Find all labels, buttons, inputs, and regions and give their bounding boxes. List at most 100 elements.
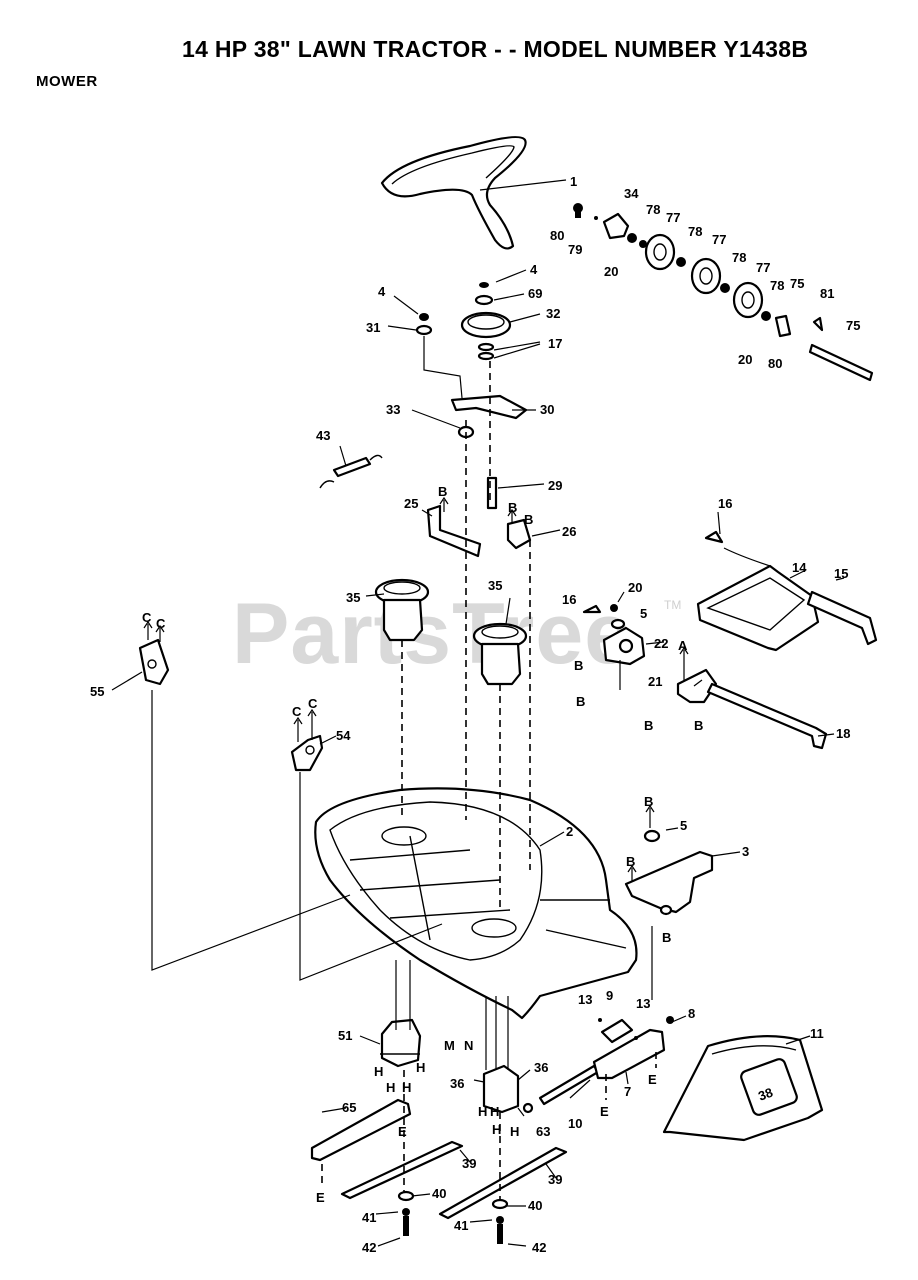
part-35-spindle-pulley-left[interactable]	[374, 578, 430, 642]
callout-40: 40	[528, 1198, 542, 1213]
callout-leaders	[111, 179, 845, 1247]
diagram-title: 14 HP 38" LAWN TRACTOR - - MODEL NUMBER …	[182, 36, 809, 62]
ref-letter-e: E	[316, 1190, 325, 1205]
ref-letter-c: C	[292, 704, 302, 719]
callout-40: 40	[432, 1186, 446, 1201]
part-35-spindle-pulley-right[interactable]	[472, 622, 528, 686]
ref-letter-b: B	[576, 694, 585, 709]
callout-33: 33	[386, 402, 400, 417]
callout-25: 25	[404, 496, 418, 511]
ref-letter-h: H	[402, 1080, 411, 1095]
part-11-discharge-chute[interactable]: 38	[662, 1035, 824, 1142]
ref-letter-b: B	[694, 718, 703, 733]
part-7-bracket[interactable]	[592, 1016, 674, 1080]
ref-letter-b: B	[438, 484, 447, 499]
part-25-bracket[interactable]	[426, 504, 482, 558]
ref-letter-n: N	[464, 1038, 473, 1053]
callout-14: 14	[792, 560, 807, 575]
callout-labels: 1 34 80 79 78 77 20 78 77 78 77 78 75 81…	[90, 174, 860, 1255]
ref-letter-c: C	[156, 616, 166, 631]
callout-41: 41	[454, 1218, 468, 1233]
ref-letter-h: H	[490, 1104, 499, 1119]
callout-55: 55	[90, 684, 104, 699]
callout-15: 15	[834, 566, 848, 581]
callout-63: 63	[536, 1124, 550, 1139]
ref-letter-a: A	[678, 638, 688, 653]
part-3-lift-link[interactable]	[624, 829, 714, 916]
callout-1: 1	[570, 174, 577, 189]
ref-letter-b: B	[574, 658, 583, 673]
callout-77: 77	[666, 210, 680, 225]
part-54-hanger[interactable]	[290, 734, 324, 772]
part-10-rod[interactable]	[538, 1064, 600, 1106]
callout-42: 42	[362, 1240, 376, 1255]
reference-arrows	[143, 496, 689, 882]
callout-79: 79	[568, 242, 582, 257]
ref-letter-h: H	[478, 1104, 487, 1119]
part-21-lever[interactable]	[676, 668, 828, 750]
part-39-blade-right[interactable]	[438, 1146, 568, 1220]
part-22-cam-plate[interactable]	[582, 604, 646, 666]
callout-13: 13	[578, 992, 592, 1007]
callout-16: 16	[718, 496, 732, 511]
part-43-spring[interactable]	[319, 454, 383, 489]
callout-4: 4	[378, 284, 386, 299]
callout-18: 18	[836, 726, 850, 741]
callout-80: 80	[768, 356, 782, 371]
callout-77: 77	[756, 260, 770, 275]
part-32-pulley[interactable]	[415, 282, 512, 361]
ref-letter-e: E	[398, 1124, 407, 1139]
part-14-bracket[interactable]	[696, 530, 878, 652]
part-39-blade-left[interactable]	[340, 1140, 464, 1200]
ref-letter-b: B	[644, 718, 653, 733]
part-30-idler-arm[interactable]	[450, 394, 528, 439]
idler-pulley-stack[interactable]	[573, 203, 874, 382]
callout-30: 30	[540, 402, 554, 417]
callout-20: 20	[738, 352, 752, 367]
blade-hardware[interactable]	[397, 1190, 509, 1244]
callout-41: 41	[362, 1210, 376, 1225]
ref-letter-b: B	[524, 512, 533, 527]
callout-77: 77	[712, 232, 726, 247]
part-2-mower-deck[interactable]	[314, 787, 638, 1020]
watermark: PartsTree	[232, 586, 634, 682]
ref-letter-m: M	[444, 1038, 455, 1053]
callout-20: 20	[604, 264, 618, 279]
callout-2: 2	[566, 824, 573, 839]
callout-80: 80	[550, 228, 564, 243]
part-63-fitting[interactable]	[522, 1102, 534, 1114]
callout-78: 78	[646, 202, 660, 217]
callout-5: 5	[680, 818, 687, 833]
callout-36: 36	[450, 1076, 464, 1091]
ref-letter-h: H	[416, 1060, 425, 1075]
callout-21: 21	[648, 674, 662, 689]
callout-36: 36	[534, 1060, 548, 1075]
assembly-lines	[151, 336, 771, 1200]
callout-39: 39	[462, 1156, 476, 1171]
part-26-bracket[interactable]	[506, 518, 532, 550]
part-51-spindle-housing[interactable]	[380, 1018, 422, 1068]
watermark-tm: TM	[664, 598, 682, 612]
callout-69: 69	[528, 286, 542, 301]
part-65-blade-adapter[interactable]	[310, 1098, 412, 1162]
callout-10: 10	[568, 1116, 582, 1131]
callout-16: 16	[562, 592, 576, 607]
ref-letter-b: B	[662, 930, 671, 945]
callout-32: 32	[546, 306, 560, 321]
callout-43: 43	[316, 428, 330, 443]
part-1-drive-belt[interactable]	[380, 135, 527, 250]
ref-letter-h: H	[492, 1122, 501, 1137]
callout-78: 78	[770, 278, 784, 293]
callout-22: 22	[654, 636, 668, 651]
callout-39: 39	[548, 1172, 562, 1187]
ref-letter-e: E	[600, 1104, 609, 1119]
callout-8: 8	[688, 1006, 695, 1021]
callout-51: 51	[338, 1028, 352, 1043]
ref-letter-b: B	[508, 500, 517, 515]
part-36-spindle-housing[interactable]	[482, 1064, 520, 1114]
callout-5: 5	[640, 606, 647, 621]
callout-17: 17	[548, 336, 562, 351]
part-55-hanger[interactable]	[138, 638, 170, 686]
callout-26: 26	[562, 524, 576, 539]
ref-letter-c: C	[142, 610, 152, 625]
